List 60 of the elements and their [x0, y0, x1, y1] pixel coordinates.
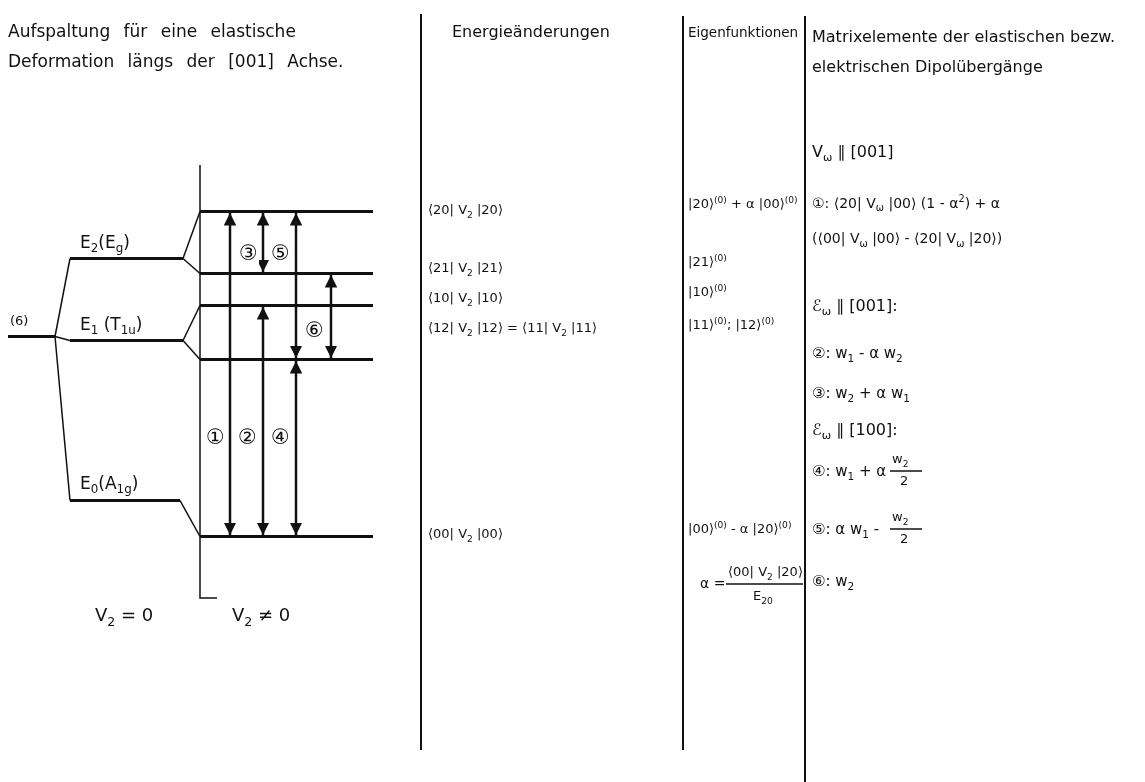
energy-level	[8, 317, 55, 338]
splitting-line	[182, 210, 201, 260]
splitting-line	[54, 335, 71, 502]
transition-arrow	[256, 307, 270, 535]
level-label: E$_{1}$ (T$_{1u}$)	[80, 314, 143, 338]
energy-level-line	[200, 272, 373, 275]
energy-level-line	[200, 358, 373, 361]
equation: |11⟩$^{(0)}$; |12⟩$^{(0)}$	[688, 316, 775, 333]
level-label: E$_{0}$(A$_{1g}$)	[80, 473, 139, 497]
equation: |21⟩$^{(0)}$	[688, 253, 727, 270]
energy-level-line	[200, 210, 373, 213]
column-heading: Energieänderungen	[452, 22, 610, 42]
energy-level-line	[200, 535, 373, 538]
level-label: E$_{2}$(E$_{g}$)	[80, 232, 130, 256]
energy-level-line	[200, 304, 373, 307]
level-label: (6)	[10, 313, 29, 329]
splitting-line	[182, 339, 201, 361]
equation: ①: ⟨20| V$_{ω}$ |00⟩ (1 - α$^{2}$) + α (⟨00| V$_{ω}$ |00⟩ - ⟨20| V$_{ω}$ |20⟩)	[812, 192, 1004, 252]
fraction-numerator: w$_{2}$	[892, 451, 909, 470]
equation: ⟨00| V$_{2}$ |00⟩	[428, 526, 503, 545]
equation: ②: w$_{1}$ - α w$_{2}$	[812, 344, 903, 365]
splitting-line	[182, 257, 201, 275]
fraction-denominator: 2	[900, 473, 909, 489]
energy-level	[70, 318, 183, 342]
equation: ⑤: α w$_{1}$ -	[812, 520, 880, 541]
equation: ⑥: w$_{2}$	[812, 572, 855, 593]
fraction-denominator: E$_{20}$	[753, 588, 773, 607]
condition-label: V$_{2}$ ≠ 0	[232, 604, 291, 629]
equation: α =	[700, 575, 726, 592]
condition-label: ℰ$_{ω}$ ∥ [100]:	[812, 420, 898, 443]
equation: ④: w$_{1}$ + α	[812, 462, 887, 483]
transition-arrow	[289, 361, 303, 535]
condition-label: ℰ$_{ω}$ ∥ [001]:	[812, 296, 898, 319]
equation: |00⟩$^{(0)}$ - α |20⟩$^{(0)}$	[688, 520, 792, 537]
transition-arrow	[256, 213, 270, 272]
equation: |20⟩$^{(0)}$ + α |00⟩$^{(0)}$	[688, 195, 798, 212]
condition-label: V$_{ω}$ ∥ [001]	[812, 142, 894, 165]
energy-level	[70, 477, 180, 502]
equation: ⟨12| V$_{2}$ |12⟩ = ⟨11| V$_{2}$ |11⟩	[428, 320, 598, 339]
transition-arrow	[324, 275, 338, 358]
equation: |10⟩$^{(0)}$	[688, 283, 727, 300]
condition-label: V$_{2}$ = 0	[95, 604, 154, 629]
column-heading: Aufspaltung für eine elastische Deformation längs der [001] Achse.	[8, 20, 345, 73]
equation: ③: w$_{2}$ + α w$_{1}$	[812, 384, 910, 405]
energy-level	[70, 236, 183, 260]
equation: ⟨10| V$_{2}$ |10⟩	[428, 290, 503, 309]
fraction-numerator: w$_{2}$	[892, 509, 909, 528]
fraction-denominator: 2	[900, 531, 909, 547]
equation: ⟨20| V$_{2}$ |20⟩	[428, 202, 503, 221]
column-heading: Matrixelemente der elastischen bezw. elektrischen Dipolübergänge	[812, 26, 1117, 78]
splitting-line	[54, 257, 71, 338]
edge-label: ③	[238, 242, 259, 264]
transition-arrow	[223, 213, 237, 535]
splitting-line	[182, 304, 201, 342]
splitting-line	[54, 335, 71, 342]
equation: ⟨21| V$_{2}$ |21⟩	[428, 260, 503, 279]
splitting-line	[179, 499, 201, 538]
column-heading: Eigenfunktionen	[688, 24, 799, 41]
transition-arrow	[289, 213, 303, 358]
fraction-numerator: ⟨00| V$_{2}$ |20⟩	[728, 564, 803, 583]
